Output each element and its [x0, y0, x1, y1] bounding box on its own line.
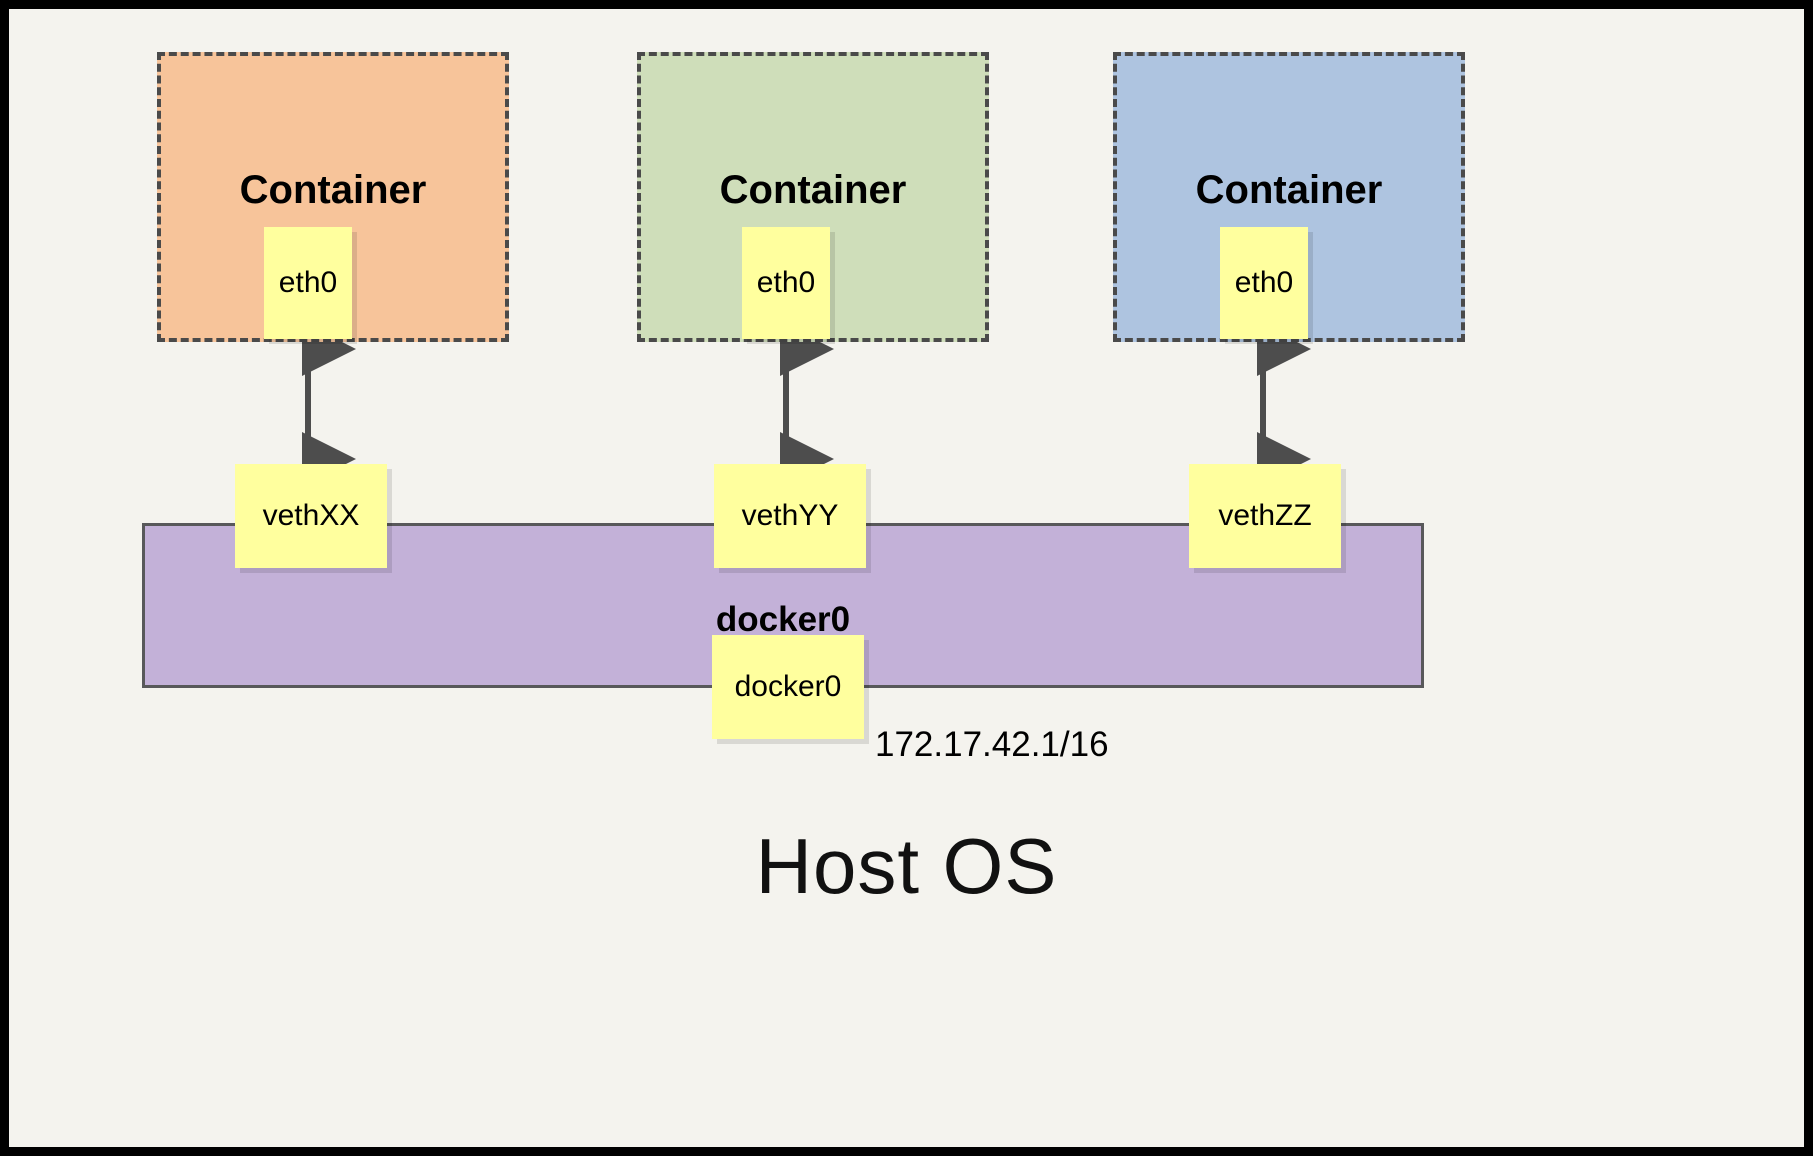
- veth-note-3: vethZZ: [1189, 464, 1341, 568]
- veth-note-1: vethXX: [235, 464, 387, 568]
- container-title-1: Container: [239, 168, 427, 212]
- docker0-ip-label: 172.17.42.1/16: [875, 725, 1109, 764]
- container-title-2: Container: [719, 168, 907, 212]
- docker0-interface-note: docker0: [712, 635, 864, 739]
- host-os-label: Host OS: [755, 822, 1058, 910]
- diagram-canvas: Container Container Container eth0 eth0 …: [9, 9, 1804, 1147]
- container-box-1: Container: [157, 52, 509, 342]
- eth0-note-2: eth0: [742, 227, 830, 339]
- docker0-bridge-label: docker0: [715, 600, 851, 639]
- eth0-note-3: eth0: [1220, 227, 1308, 339]
- container-title-3: Container: [1195, 168, 1383, 212]
- veth-note-2: vethYY: [714, 464, 866, 568]
- eth0-note-1: eth0: [264, 227, 352, 339]
